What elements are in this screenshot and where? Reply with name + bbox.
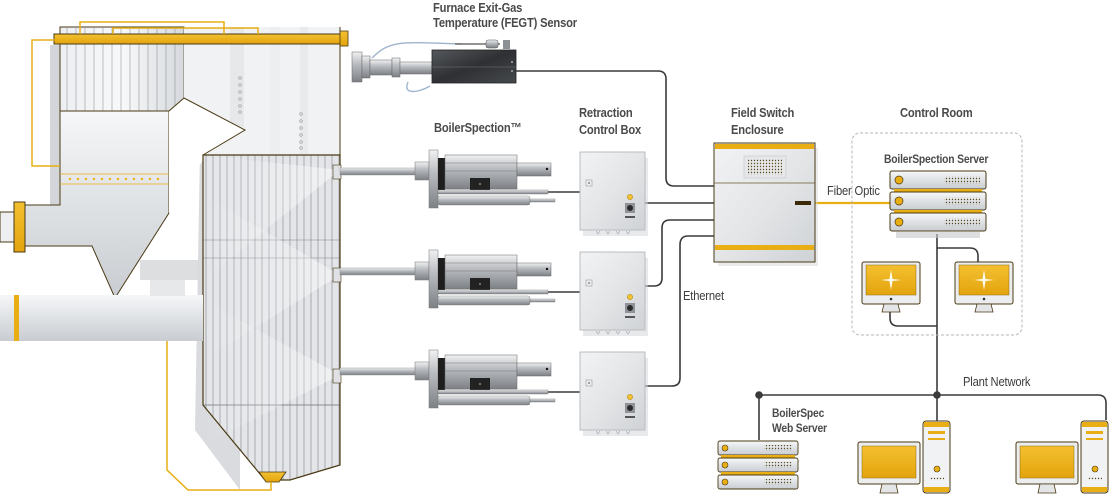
camera-view-beam (203, 300, 340, 445)
fegt-sensor (351, 39, 517, 93)
control-room-label: Control Room (900, 105, 973, 120)
control-room-monitor (954, 261, 1014, 313)
sparkle-icon (881, 270, 901, 290)
control-room-boundary (851, 132, 1023, 336)
web-server-unit (717, 474, 799, 490)
boilerspection-label: BoilerSpection™ (434, 120, 522, 135)
web-server-label-line2: Web Server (772, 421, 827, 435)
control-room-monitor (861, 261, 921, 313)
retraction-control-box (579, 351, 649, 437)
ethernet-label: Ethernet (683, 288, 724, 303)
web-server-unit (717, 457, 799, 473)
field-switch-label-line1: Field Switch (731, 105, 795, 120)
water-piping (31, 21, 272, 491)
fiber-optic-label: Fiber Optic (827, 183, 880, 198)
field-switch-label-line2: Enclosure (731, 122, 784, 137)
burner-row-dots (68, 177, 160, 181)
server-label: BoilerSpection Server (884, 152, 989, 166)
network-junction (755, 391, 763, 399)
server-unit (889, 170, 987, 190)
fegt-sensor-label-line2: Temperature (FEGT) Sensor (433, 15, 577, 30)
boilerspection-camera (339, 149, 556, 209)
boilerspection-camera (339, 349, 556, 409)
web-server-unit (717, 440, 799, 456)
retraction-control-box (579, 251, 649, 337)
fegt-sensor-label-line1: Furnace Exit-Gas (433, 0, 523, 15)
server-unit (889, 191, 987, 211)
retraction-box-label-line1: Retraction (579, 105, 633, 120)
plant-workstation (1015, 420, 1109, 494)
sootblower-ports (238, 76, 303, 150)
boilerspection-camera (339, 249, 556, 309)
boiler (0, 21, 349, 491)
plant-workstation (857, 420, 951, 494)
retraction-control-box (579, 151, 648, 236)
server-unit (889, 212, 987, 232)
plant-network-label: Plant Network (963, 374, 1031, 389)
field-switch-enclosure (713, 142, 818, 266)
web-server-label-line1: BoilerSpec (772, 406, 825, 420)
network-junction (933, 391, 941, 399)
retraction-box-label-line2: Control Box (579, 122, 642, 137)
